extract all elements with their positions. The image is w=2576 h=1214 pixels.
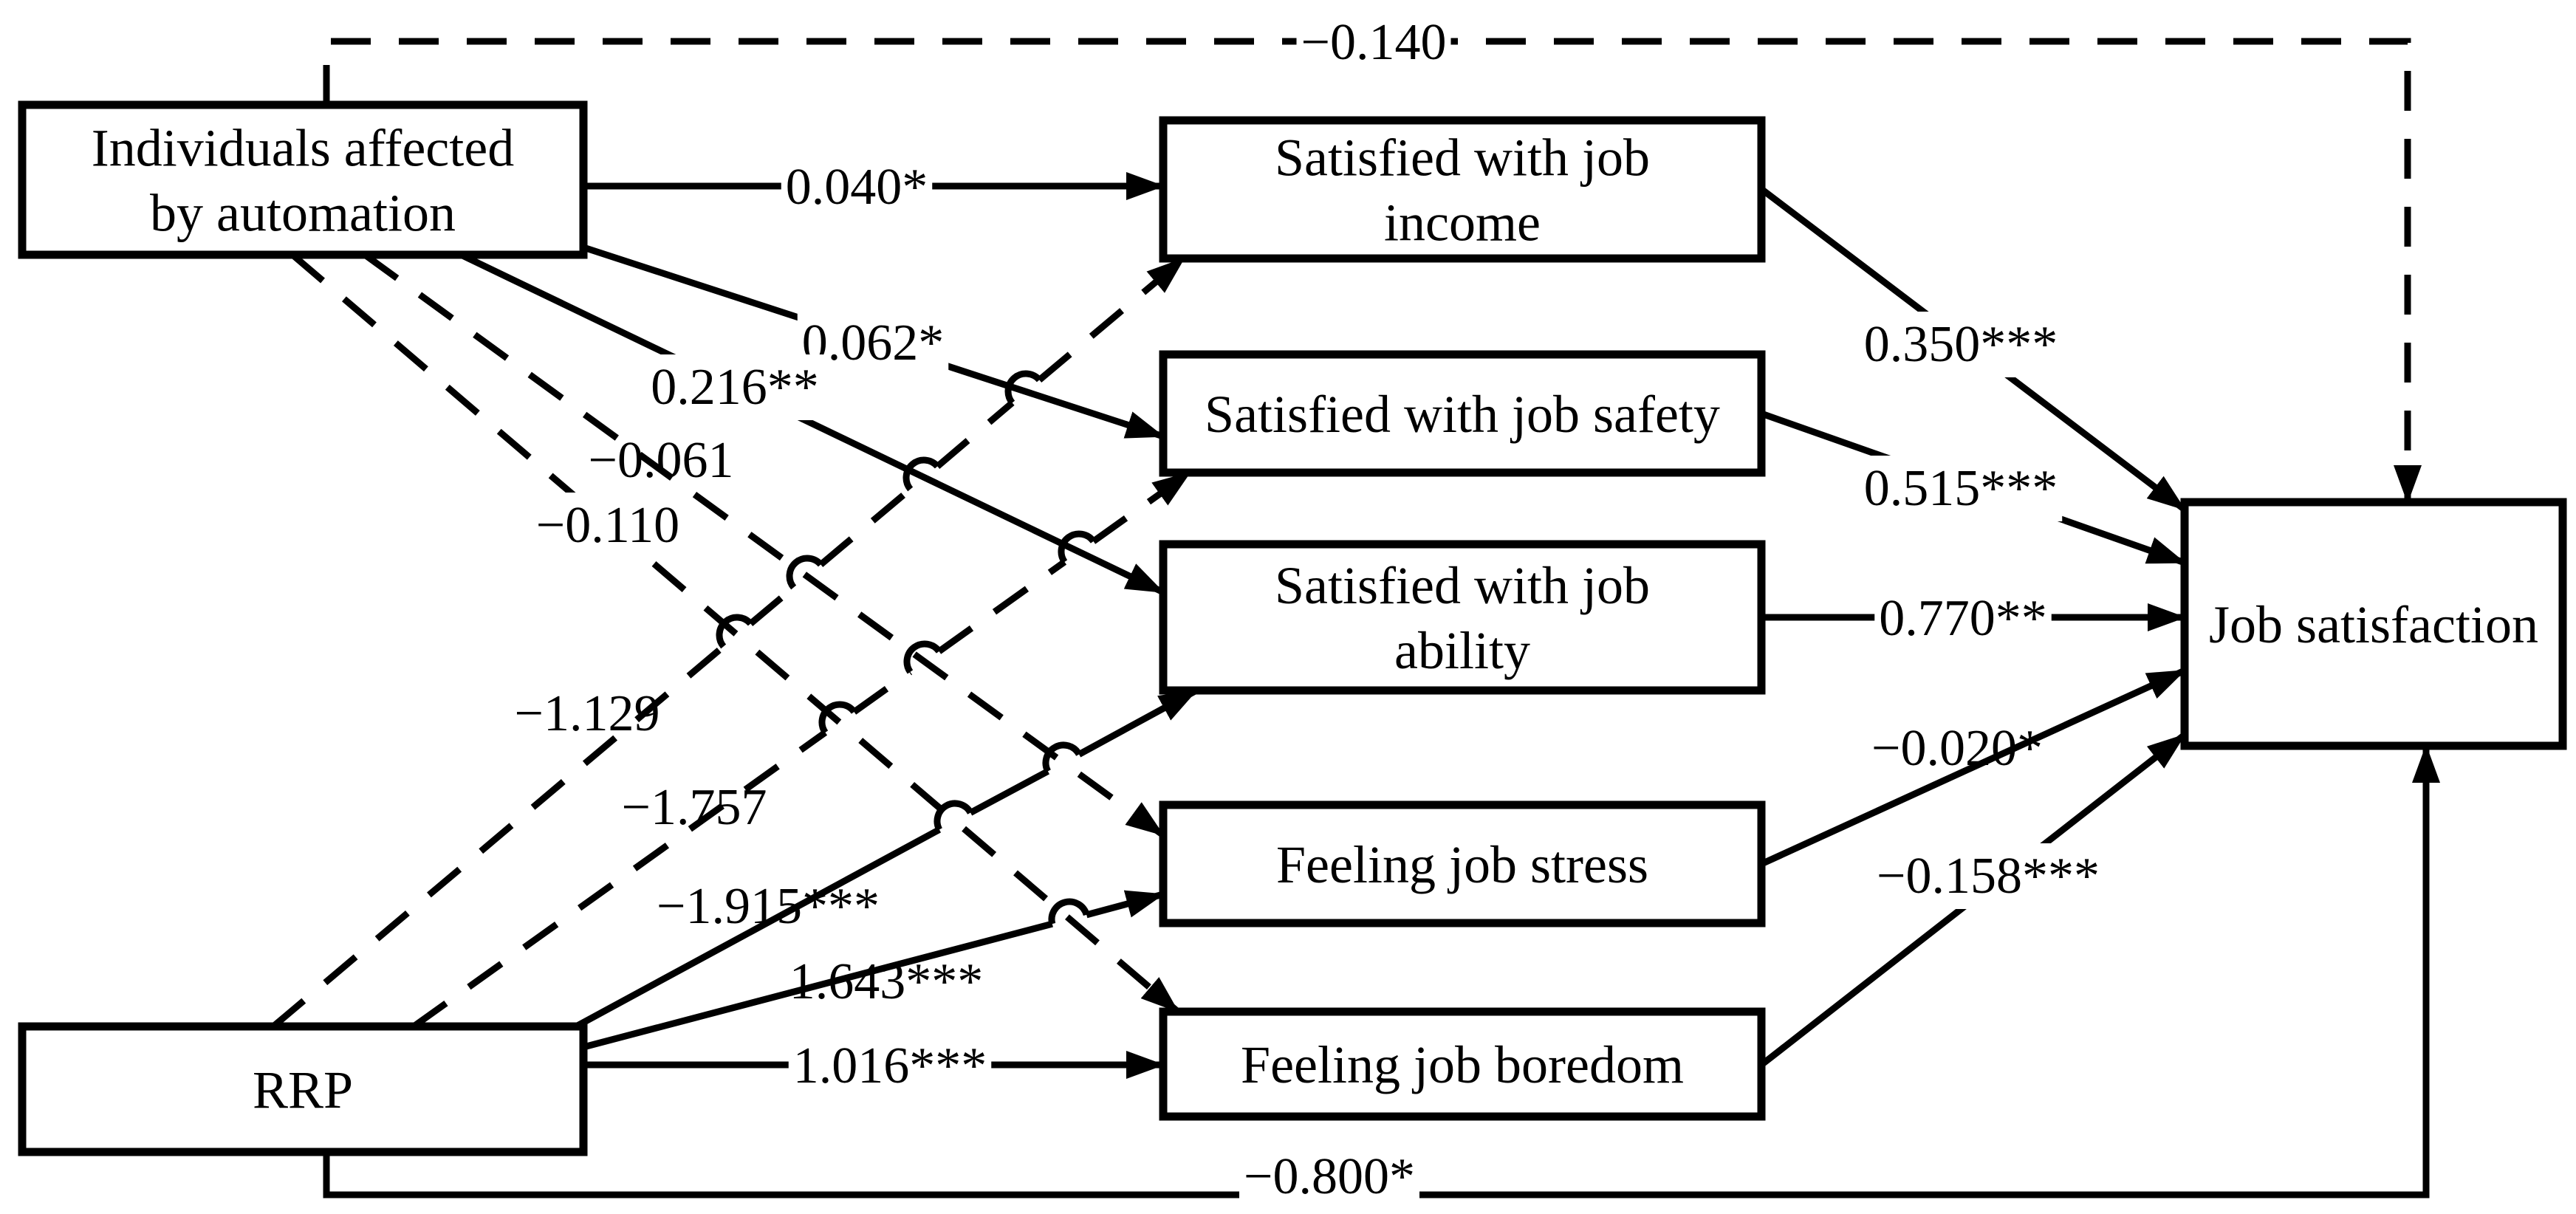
labels-layer: 0.040* 0.062*0.216** −0.061 −0.110 −0.140 −1.… — [515, 10, 2104, 1210]
coef-automation-ability: 0.216** — [651, 359, 819, 416]
node-automation-label: Individuals affected — [92, 119, 514, 178]
line-hop-arc — [1042, 741, 1083, 773]
path-stress-satisfaction — [1760, 667, 2186, 868]
coef-boredom-satisfaction-bg — [1872, 843, 2104, 909]
node-stress-label: Feeling job stress — [1276, 835, 1648, 894]
path-automation-stress — [363, 252, 1165, 838]
coef-automation-satisfaction: −0.140 — [1301, 14, 1447, 71]
path-automation-ability — [459, 251, 1165, 596]
node-rrp-box — [18, 1022, 588, 1156]
path-automation-boredom — [290, 252, 1180, 1015]
path-rrp-safety — [411, 473, 1190, 1029]
node-safety-label: Satisfied with job safety — [1205, 385, 1720, 444]
coef-rrp-safety: −1.757 — [622, 779, 767, 836]
coef-automation-boredom-bg — [531, 493, 685, 558]
node-ability-label: Satisfied with job — [1275, 556, 1650, 615]
node-ability-label: ability — [1394, 621, 1530, 680]
coef-income-satisfaction: 0.350*** — [1864, 316, 2058, 373]
path-rrp-income — [271, 258, 1184, 1029]
node-boredom: Feeling job boredom — [1159, 1007, 1766, 1121]
line-hop-arc — [1058, 530, 1097, 564]
coef-automation-ability-bg — [646, 354, 823, 420]
line-hop-arc — [902, 456, 940, 492]
node-boredom-box — [1159, 1007, 1766, 1121]
coef-automation-income-bg — [781, 154, 933, 220]
coef-rrp-stress: 1.643*** — [789, 953, 984, 1010]
coef-automation-satisfaction-bg — [1296, 10, 1451, 75]
coef-rrp-boredom: 1.016*** — [793, 1038, 987, 1094]
node-boredom-label: Feeling job boredom — [1241, 1035, 1684, 1094]
node-income-label: Satisfied with job — [1275, 128, 1650, 188]
coef-automation-income: 0.040* — [786, 159, 928, 216]
path-rrp-ability — [574, 690, 1196, 1029]
coef-ability-satisfaction: 0.770** — [1879, 590, 2047, 647]
node-rrp-label: RRP — [253, 1060, 353, 1119]
line-hop-arc — [786, 555, 823, 590]
line-hop-arc — [716, 614, 753, 649]
node-rrp: RRP — [18, 1022, 588, 1156]
coef-rrp-satisfaction: −0.800* — [1244, 1148, 1415, 1205]
node-safety-box — [1159, 350, 1766, 477]
node-safety: Satisfied with job safety — [1159, 350, 1766, 477]
coef-safety-satisfaction-bg — [1859, 456, 2063, 521]
line-hop-arc — [934, 800, 974, 831]
path-rrp-stress — [582, 894, 1163, 1051]
line-hop-arc — [1048, 898, 1090, 925]
coef-rrp-income: −1.129 — [515, 685, 660, 742]
node-automation-label: by automation — [150, 184, 456, 243]
node-satisfaction: Job satisfaction — [2180, 498, 2567, 750]
line-hop-arc — [1004, 370, 1042, 405]
node-satisfaction-label: Job satisfaction — [2209, 595, 2538, 654]
line-hop-arc — [818, 701, 857, 735]
coef-safety-satisfaction: 0.515*** — [1864, 460, 2058, 517]
coef-ability-satisfaction-bg — [1874, 586, 2052, 651]
coef-rrp-boredom-bg — [788, 1033, 992, 1099]
coef-automation-stress: −0.061 — [589, 432, 734, 489]
node-satisfaction-box — [2180, 498, 2567, 750]
coef-boredom-satisfaction: −0.158*** — [1877, 848, 2100, 905]
node-ability-box — [1159, 540, 1766, 695]
line-hop-arc — [903, 640, 942, 674]
coef-income-satisfaction-bg — [1859, 312, 2063, 377]
node-stress-box — [1159, 800, 1766, 927]
node-stress: Feeling job stress — [1159, 800, 1766, 927]
node-income-label: income — [1384, 193, 1541, 253]
coef-stress-satisfaction: −0.020* — [1871, 720, 2043, 777]
coef-rrp-ability: −1.915*** — [657, 878, 880, 935]
coef-rrp-satisfaction-bg — [1239, 1144, 1419, 1210]
node-automation-box — [18, 100, 588, 259]
node-automation: Individuals affected by automation — [18, 100, 588, 259]
coef-automation-safety: 0.062* — [802, 315, 945, 371]
node-ability: Satisfied with job ability — [1159, 540, 1766, 695]
coef-automation-boredom: −0.110 — [536, 497, 679, 554]
node-income-box — [1159, 116, 1766, 263]
